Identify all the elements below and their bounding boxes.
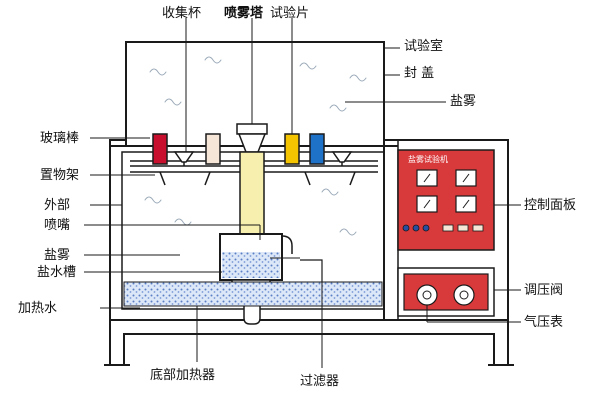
label-salt-fog-top: 盐雾 xyxy=(450,94,476,109)
label-cover: 封 盖 xyxy=(404,66,434,81)
panel-buttons xyxy=(402,224,484,232)
label-bottom-heater: 底部加热器 xyxy=(150,367,215,383)
label-spray-tower: 喷雾塔 xyxy=(224,5,264,21)
test-piece-cream xyxy=(205,133,221,165)
label-salt-fog-left: 盐雾 xyxy=(44,248,70,263)
label-glass-rod: 玻璃棒 xyxy=(40,131,79,146)
panel-title: 盐雾试验机 xyxy=(408,154,448,164)
label-collector-cup: 收集杯 xyxy=(162,5,201,21)
label-filter: 过滤器 xyxy=(300,374,339,389)
label-outer-shell: 外部 xyxy=(44,198,70,213)
leader-lines xyxy=(84,18,521,368)
control-panel: 盐雾试验机 xyxy=(397,149,495,251)
label-heating-water: 加热水 xyxy=(18,301,57,316)
valve-gauge-box xyxy=(397,267,495,317)
label-nozzle: 喷嘴 xyxy=(44,218,70,233)
filter-pipe xyxy=(300,259,323,282)
test-piece-blue xyxy=(309,133,325,165)
heating-water xyxy=(124,282,382,306)
test-piece-yellow xyxy=(284,133,300,165)
label-rack: 置物架 xyxy=(40,168,79,183)
labels: 收集杯 喷雾塔 试验片 试验室 封 盖 盐雾 玻璃棒 置物架 外部 喷嘴 盐雾 … xyxy=(18,5,576,389)
fog-swirls xyxy=(144,56,367,236)
label-test-piece: 试验片 xyxy=(270,5,309,21)
base-frame xyxy=(104,319,514,366)
label-pressure-gauge: 气压表 xyxy=(524,314,563,330)
label-chamber: 试验室 xyxy=(404,38,443,54)
label-control-panel: 控制面板 xyxy=(524,198,576,213)
label-brine-tank: 盐水槽 xyxy=(37,265,76,280)
test-piece-red xyxy=(152,133,168,165)
label-pressure-valve: 调压阀 xyxy=(524,283,563,298)
spray-tower xyxy=(236,123,268,235)
nozzle-reservoir xyxy=(219,233,293,325)
collector-cups xyxy=(173,151,353,166)
